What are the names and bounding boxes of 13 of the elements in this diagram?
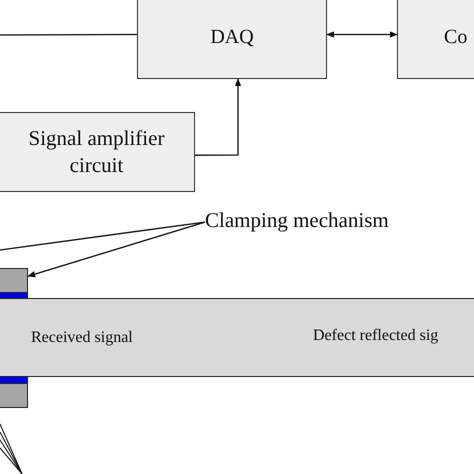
signal-label: Received signal (31, 329, 133, 347)
clamp-block (0, 268, 28, 293)
leader-line (27, 221, 206, 278)
signal-label: Defect reflected sig (313, 327, 438, 345)
arrow (195, 78, 242, 156)
arrow (326, 31, 398, 38)
leader-line (0, 221, 206, 251)
callout-label: Clamping mechanism (205, 208, 430, 238)
process-box: Co (397, 0, 474, 79)
pipe-body (0, 298, 474, 377)
process-box: DAQ (137, 0, 327, 79)
clamp-block (0, 383, 28, 408)
process-box: Signal amplifier circuit (0, 112, 195, 192)
